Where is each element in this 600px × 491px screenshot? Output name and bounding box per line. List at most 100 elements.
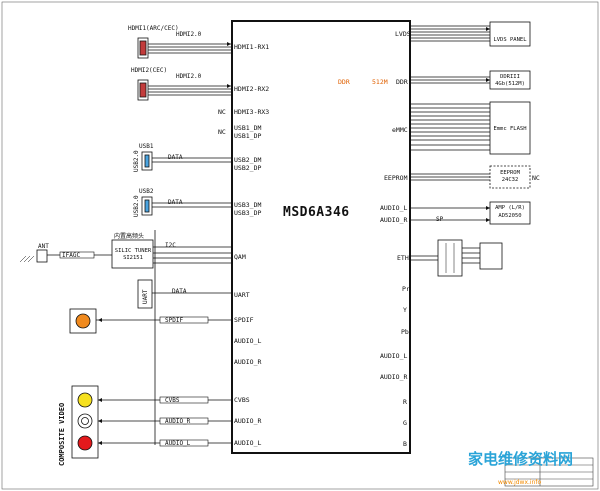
- pin-eth: ETH: [397, 254, 409, 262]
- eth-transformer-box: [437, 239, 463, 277]
- nc-eeprom: NC: [532, 174, 540, 182]
- audio-white-jack-icon: [77, 413, 93, 429]
- pin-spdif: SPDIF: [234, 316, 254, 324]
- pin-usb1-dm: USB1_DM: [234, 124, 262, 132]
- pin-usb3-dm: USB3_DM: [234, 201, 262, 209]
- pin-audio-r1: AUDIO_R: [234, 358, 262, 366]
- pin-r-audio-l2: AUDIO_L: [380, 352, 408, 360]
- pin-pr: Pr: [402, 285, 410, 293]
- pin-audio-l1: AUDIO_L: [234, 337, 262, 345]
- pin-r-audio-r: AUDIO_R: [380, 216, 408, 224]
- nc-hdmi3: NC: [218, 108, 226, 116]
- ddr-size: 512M: [372, 78, 388, 86]
- soc-chip-name: MSD6A346: [283, 205, 350, 220]
- pin-usb3-dp: USB3_DP: [234, 209, 262, 217]
- pin-lvds: LVDS: [395, 30, 411, 38]
- hdmi2-version: HDMI2.0: [176, 73, 202, 80]
- spdif-optical-icon: [75, 313, 91, 329]
- amp-bus: [411, 207, 490, 221]
- pin-b: B: [403, 440, 407, 448]
- pin-g: G: [403, 419, 407, 427]
- tuner-part: SI2151: [123, 255, 143, 261]
- ddr-box-text1: DDRIII: [500, 74, 520, 80]
- emmc-bus: [411, 103, 490, 151]
- tuner-i2c-label: I2C: [165, 242, 176, 249]
- nc-usb1: NC: [218, 128, 226, 136]
- composite-video-label: COMPOSITE VIDEO: [58, 402, 66, 466]
- watermark-url: www.jdwx.info: [498, 479, 542, 486]
- usb1-label: USB1: [139, 143, 154, 150]
- tuner-name: SILIC TUNER: [114, 248, 152, 254]
- hdmi2-bus: [148, 85, 231, 96]
- lvds-panel-text: LVDS PANEL: [493, 37, 527, 43]
- audio-l-wire-label: AUDIO_L: [165, 440, 191, 447]
- cvbs-wire-label: CVBS: [165, 397, 180, 404]
- hdmi1-version: HDMI2.0: [176, 31, 202, 38]
- eeprom-box-text2: 24C32: [501, 177, 519, 183]
- pin-r: R: [403, 398, 407, 406]
- antenna-label: ANT: [38, 243, 49, 250]
- usb2-type: USB2.0: [133, 195, 140, 217]
- hdmi1-conn-label: HDMI1(ARC/CEC): [128, 25, 179, 32]
- lvds-panel-box: [489, 21, 531, 47]
- eth-jack-box: [479, 242, 503, 270]
- usb1-bus: [152, 157, 231, 163]
- usb1-type: USB2.0: [133, 150, 140, 172]
- hdmi2-conn-label: HDMI2(CEC): [131, 67, 168, 74]
- pin-uart: UART: [234, 291, 250, 299]
- tuner-ifagc-label: IFAGC: [62, 252, 81, 259]
- hdmi1-bus: [148, 43, 231, 54]
- pin-audio-l2: AUDIO_L: [234, 439, 262, 447]
- lvds-bus: [411, 25, 490, 42]
- amp-box-text1: AMP (L/R): [495, 205, 525, 211]
- watermark-text: 家电维修资料网: [468, 450, 574, 468]
- pin-r-audio-r2: AUDIO_R: [380, 373, 408, 381]
- emmc-box: [489, 101, 531, 155]
- pin-qam: QAM: [234, 253, 246, 261]
- pin-hdmi3: HDMI3-RX3: [234, 108, 270, 116]
- pin-r-audio-l: AUDIO_L: [380, 204, 408, 212]
- pin-pb: Pb: [401, 328, 409, 336]
- eeprom-bus: [411, 173, 490, 181]
- uart-box: [137, 279, 153, 309]
- usb2-bus: [152, 202, 231, 208]
- cvbs-yellow-jack-icon: [77, 392, 93, 408]
- pin-ddr: DDR: [396, 78, 408, 86]
- ddr-bus: [411, 76, 490, 84]
- ddr-note: DDR: [338, 78, 350, 86]
- usb2-data-label: DATA: [168, 199, 183, 206]
- ddr-box: [489, 70, 531, 90]
- tuner-box: [111, 239, 154, 269]
- pin-eeprom: EEPROM: [384, 174, 408, 182]
- pin-usb2-dm: USB2_DM: [234, 156, 262, 164]
- pin-audio-r2: AUDIO_R: [234, 417, 262, 425]
- uart-data-label: DATA: [172, 288, 187, 295]
- usb1-data-label: DATA: [168, 154, 183, 161]
- uart-box-label: UART: [142, 289, 149, 304]
- soc-chip: [231, 20, 411, 454]
- amp-box-text2: AD52050: [498, 213, 522, 219]
- pin-emmc: eMMC: [392, 126, 408, 134]
- pin-usb2-dp: USB2_DP: [234, 164, 262, 172]
- eeprom-box-text1: EEPROM: [500, 170, 520, 176]
- audio-red-jack-icon: [77, 435, 93, 451]
- amp-sp-label: SP: [436, 216, 444, 223]
- eth-bus: [411, 247, 480, 264]
- antenna-icon: [36, 249, 48, 263]
- tuner-title: 内置高频头: [114, 233, 145, 240]
- amp-box: [489, 201, 531, 225]
- pin-hdmi2: HDMI2-RX2: [234, 85, 270, 93]
- emmc-box-text: Emmc FLASH: [493, 126, 527, 132]
- spdif-wire-label: SPDIF: [165, 317, 184, 324]
- pin-y: Y: [403, 306, 407, 314]
- ddr-box-text2: 4Gb(512M): [495, 81, 525, 87]
- usb2-label: USB2: [139, 188, 154, 195]
- pin-cvbs: CVBS: [234, 396, 250, 404]
- eeprom-box: [489, 165, 531, 189]
- audio-r-wire-label: AUDIO_R: [165, 418, 191, 425]
- pin-usb1-dp: USB1_DP: [234, 132, 262, 140]
- pin-hdmi1: HDMI1-RX1: [234, 43, 270, 51]
